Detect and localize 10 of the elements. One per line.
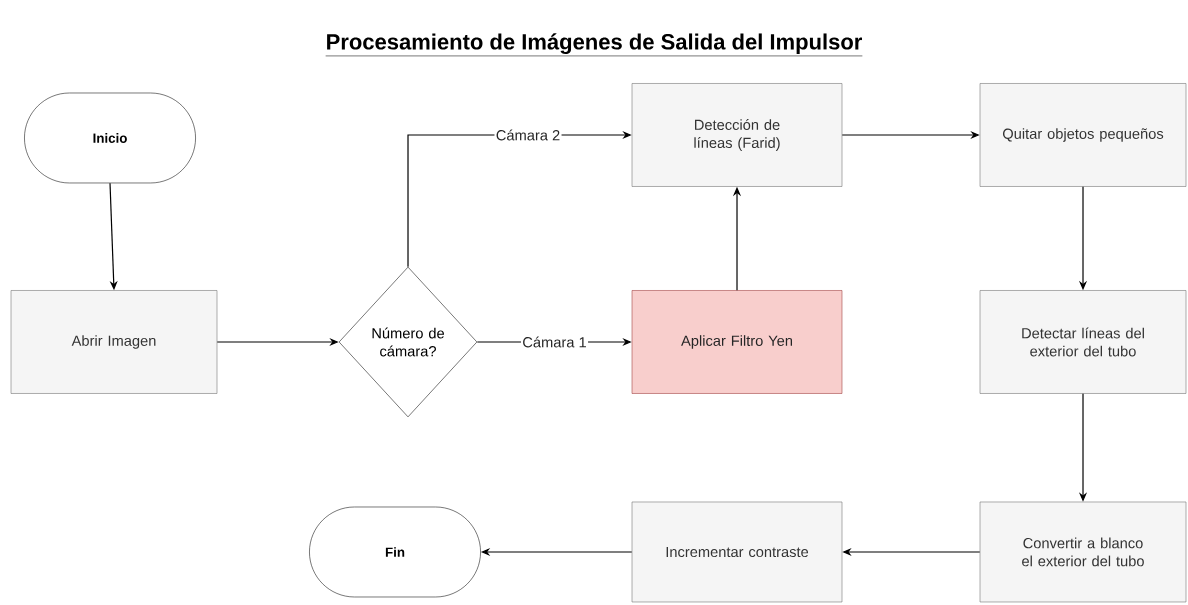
process-box: Incrementar contraste <box>631 501 843 603</box>
process-box: Detectar líneas del exterior del tubo <box>979 290 1187 394</box>
process-box: Convertir a blanco el exterior del tubo <box>979 501 1187 603</box>
edge-label: Cámara 2 <box>494 128 562 142</box>
process-box: Abrir Imagen <box>10 290 218 394</box>
process-box: Aplicar Filtro Yen <box>631 290 843 394</box>
process-box: Quitar objetos pequeños <box>979 83 1187 187</box>
edge-label: Cámara 1 <box>521 335 589 349</box>
process-box: Detección de líneas (Farid) <box>631 83 843 187</box>
title: Procesamiento de Imágenes de Salida del Impulsor <box>325 33 863 57</box>
